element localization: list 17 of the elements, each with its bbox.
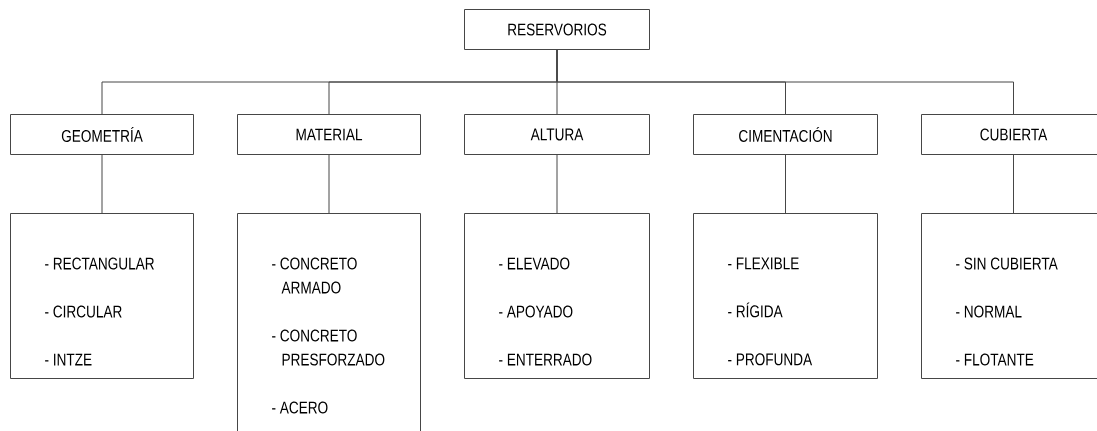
category-box: MATERIAL — [237, 114, 421, 155]
category-box: CIMENTACIÓN — [693, 114, 878, 155]
root-box: RESERVORIOS — [464, 9, 650, 50]
list-box: - CONCRETO ARMADO - CONCRETO PRESFORZADO - ACERO — [237, 213, 421, 431]
connector-line — [785, 154, 786, 214]
connector-line — [328, 154, 330, 214]
connector-line — [101, 154, 103, 214]
list-box: - RECTANGULAR - CIRCULAR - INTZE — [10, 213, 194, 379]
connector-line — [556, 154, 558, 214]
category-box: ALTURA — [464, 114, 650, 155]
connector-line — [1013, 154, 1014, 214]
category-box: CUBIERTA — [921, 114, 1097, 155]
connector-line — [556, 49, 1014, 115]
list-box: - FLEXIBLE - RÍGIDA - PROFUNDA — [693, 213, 878, 379]
list-box: - SIN CUBIERTA - NORMAL - FLOTANTE — [921, 213, 1097, 379]
list-box: - ELEVADO - APOYADO - ENTERRADO — [464, 213, 650, 379]
category-box: GEOMETRÍA — [10, 114, 194, 155]
